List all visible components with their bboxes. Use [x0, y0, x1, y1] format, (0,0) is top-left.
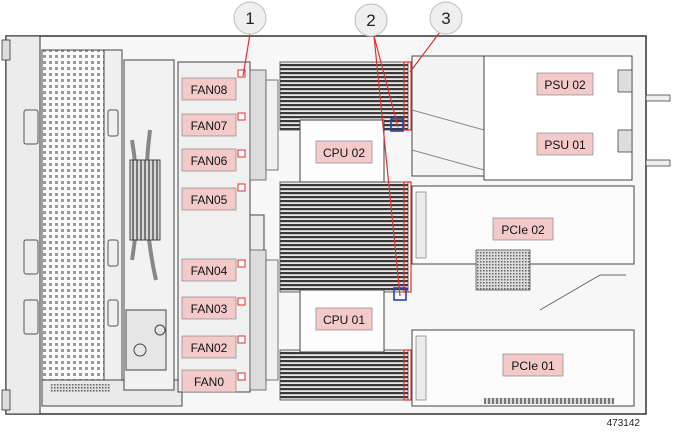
fan-label: FAN04 — [181, 258, 246, 282]
fan-label-text: FAN07 — [191, 119, 228, 133]
cpu-label: CPU 02 — [315, 140, 373, 164]
fan-label-text: FAN04 — [191, 264, 228, 278]
fan-label: FAN02 — [181, 335, 246, 359]
psu-bay: PSU 02 PSU 01 — [411, 55, 671, 181]
callout-3: 3 — [429, 1, 463, 35]
cpu-label-text: CPU 01 — [323, 313, 365, 327]
front-bezel — [5, 35, 41, 415]
fan-label-text: FAN03 — [191, 302, 228, 316]
fan-connectors — [249, 69, 279, 391]
fan-label-text: FAN02 — [191, 341, 228, 355]
psu-label: PSU 02 — [536, 72, 594, 96]
callout-number: 2 — [366, 11, 375, 30]
callout-leaders — [242, 31, 441, 297]
fan-label-text: FAN08 — [191, 83, 228, 97]
fan-label: FAN05 — [181, 183, 246, 211]
cpu-sockets: CPU 02 CPU 01 — [299, 119, 385, 353]
psu-label-text: PSU 02 — [544, 78, 586, 92]
highlight-boxes — [390, 118, 407, 301]
dimm-banks — [279, 61, 409, 401]
callout-1: 1 — [233, 1, 267, 35]
fan-label-text: FAN05 — [191, 193, 228, 207]
callout-number: 3 — [441, 9, 450, 28]
fan-label: FAN07 — [181, 112, 246, 137]
pcie-label-text: PCIe 02 — [501, 223, 545, 237]
figure-id: 473142 — [607, 418, 641, 429]
dimm-highlight — [403, 61, 412, 401]
pcie-label: PCIe 01 — [502, 353, 564, 377]
fan-label-text: FAN06 — [191, 154, 228, 168]
fan-label-group: FAN08 FAN07 FAN06 FAN05 FAN04 FAN03 — [181, 69, 246, 393]
fan-label: FAN0 — [181, 369, 246, 393]
cpu-label: CPU 01 — [315, 307, 373, 331]
pcie-risers: PCIe 02 PCIe 01 — [411, 185, 635, 407]
pcie-label-text: PCIe 01 — [511, 359, 555, 373]
callout-2: 2 — [354, 3, 388, 37]
psu-label-text: PSU 01 — [544, 138, 586, 152]
callout-number: 1 — [245, 9, 254, 28]
cpu-label-text: CPU 02 — [323, 146, 365, 160]
fan-label: FAN03 — [181, 296, 246, 320]
pcie-label: PCIe 02 — [492, 217, 554, 241]
psu-label: PSU 01 — [536, 132, 594, 156]
fan-label: FAN08 — [181, 69, 246, 101]
fan-label: FAN06 — [181, 148, 246, 172]
fan-label-text: FAN0 — [194, 375, 224, 389]
